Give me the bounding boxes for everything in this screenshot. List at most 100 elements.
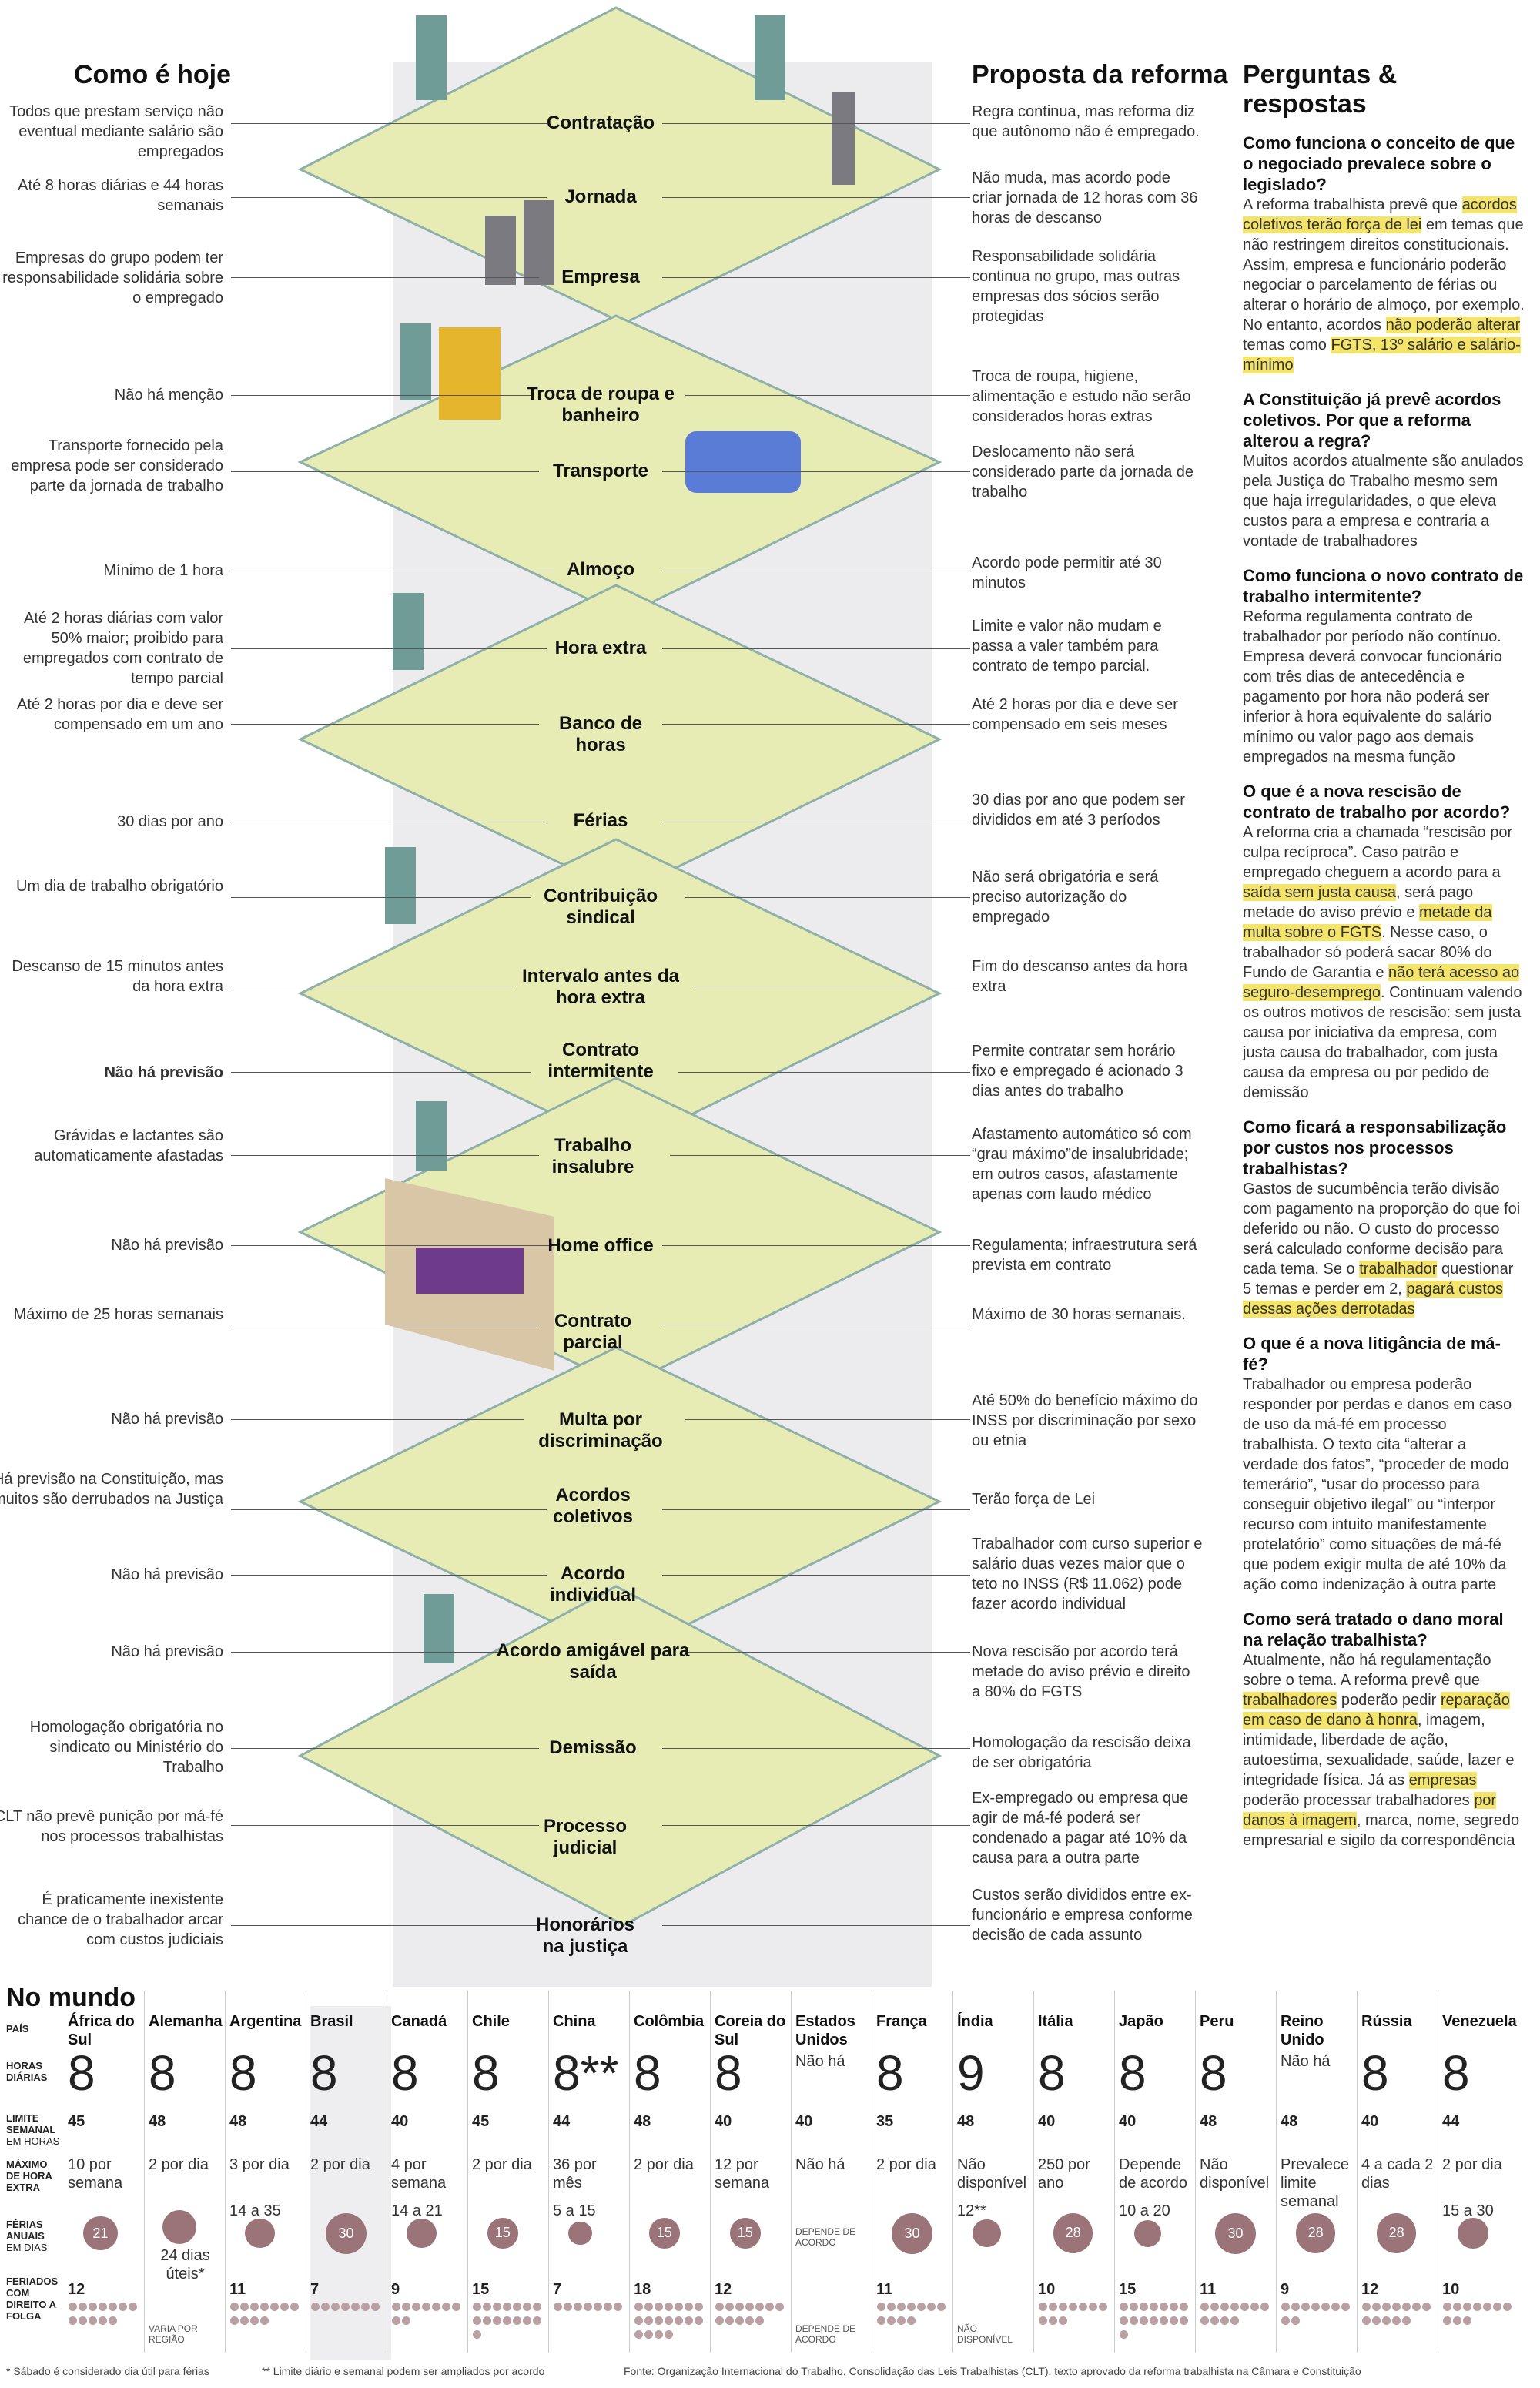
label-banco-horas: Banco de horas [558, 713, 643, 755]
holiday-dot [89, 2303, 97, 2311]
holiday-dot [1059, 2316, 1067, 2325]
holiday-dot [412, 2303, 420, 2311]
left-item-almoco: Mínimo de 1 hora [103, 562, 223, 579]
holiday-dot [725, 2303, 734, 2311]
label-ferias: Férias [573, 810, 628, 831]
qa-answer: A reforma cria a chamada “rescisão por c… [1243, 824, 1522, 1101]
left-item-demissao: Homologação obrigatória no sindicato ou … [29, 1719, 223, 1776]
overtime-limit: 2 por dia [876, 2156, 936, 2173]
right-item-almoco: Acordo pode permitir até 30 minutos [972, 554, 1162, 591]
holiday-dot [1422, 2303, 1431, 2311]
holiday-dot [240, 2316, 249, 2325]
holiday-dots [553, 2302, 630, 2316]
holiday-dot [1392, 2316, 1401, 2325]
daily-hours: 8 [1442, 2045, 1470, 2101]
column-divider [1195, 1991, 1196, 2353]
vacation-days: DEPENDE DE ACORDO [795, 2226, 856, 2248]
holiday-dot [1220, 2316, 1229, 2325]
qa-answer: Atualmente, não há regulamentação sobre … [1243, 1652, 1520, 1849]
leader-line [231, 1509, 547, 1510]
right-item-acordos-coletivos: Terão força de Lei [972, 1491, 1096, 1508]
world-comparison-table: No mundo PAÍS HORAS DIÁRIAS LIMITE SEMAN… [0, 1983, 1540, 2383]
qa-answer: Reforma regulamenta contrato de trabalha… [1243, 608, 1502, 765]
right-item-hora-extra: Limite e valor não mudam e passa a valer… [972, 618, 1162, 675]
holiday-dot [1230, 2303, 1239, 2311]
holiday-dot [1291, 2316, 1300, 2325]
holiday-dot [654, 2316, 663, 2325]
overtime-limit: 2 por dia [310, 2156, 370, 2173]
leader-line [231, 897, 531, 898]
row-label-em-dias: EM DIAS [6, 2242, 48, 2253]
country-name: Chile [472, 2013, 510, 2030]
holiday-dot [432, 2303, 440, 2311]
daily-hours: 8 [472, 2045, 500, 2101]
leader-line [678, 1072, 970, 1073]
holiday-dot [250, 2303, 259, 2311]
vacation-circle: 15 [487, 2218, 518, 2249]
leader-line [231, 1072, 531, 1073]
footnote-sabado: * Sábado é considerado dia útil para fér… [6, 2365, 209, 2377]
right-item-jornada: Não muda, mas acordo pode criar jornada … [972, 169, 1198, 226]
holidays-count: 11 [229, 2281, 246, 2298]
country-name: Brasil [310, 2013, 353, 2030]
leader-line [231, 1825, 539, 1826]
left-column-title: Como é hoje [74, 60, 232, 89]
holiday-dot [513, 2303, 521, 2311]
left-item-empresa: Empresas do grupo podem ter responsabili… [2, 250, 223, 306]
qa-answer: Trabalhador ou empresa poderão responder… [1243, 1376, 1512, 1593]
vacation-circle: 28 [1296, 2213, 1336, 2253]
vacation-days: 15 a 30 [1442, 2202, 1494, 2219]
holiday-dots [472, 2302, 549, 2343]
highlight: metade da multa sobre o FGTS [1243, 904, 1492, 941]
holiday-dot [341, 2303, 350, 2311]
holiday-dot [89, 2316, 97, 2325]
holiday-dot [1372, 2316, 1381, 2325]
right-item-demissao: Homologação da rescisão deixa de ser obr… [972, 1734, 1191, 1771]
left-item-contrato-parcial: Máximo de 25 horas semanais [13, 1306, 223, 1323]
holiday-dot [1503, 2303, 1512, 2311]
source: Fonte: Organização Internacional do Trab… [624, 2365, 1361, 2377]
right-item-transporte: Deslocamento não será considerado parte … [972, 444, 1194, 501]
holiday-dots [1361, 2302, 1438, 2329]
holiday-dot [634, 2316, 643, 2325]
leader-line [662, 277, 970, 278]
column-divider [629, 1991, 630, 2353]
weekly-limit: 48 [229, 2113, 247, 2130]
holiday-dot [250, 2316, 259, 2325]
leader-line [231, 1575, 547, 1576]
leader-line [662, 1825, 970, 1826]
label-almoco: Almoço [566, 559, 634, 580]
holiday-dot [1362, 2316, 1371, 2325]
holiday-dot [260, 2303, 269, 2311]
qa-answer: Muitos acordos atualmente são anulados p… [1243, 453, 1524, 550]
holiday-dot [887, 2303, 896, 2311]
leader-line [662, 1925, 970, 1926]
left-item-troca-roupa: Não há menção [114, 387, 223, 404]
holiday-dot [523, 2316, 531, 2325]
overtime-limit: 12 por semana [715, 2156, 770, 2192]
holiday-dot [564, 2303, 572, 2311]
label-contribuicao: Contribuição sindical [544, 886, 658, 928]
left-item-contratacao: Todos que prestam serviço não eventual m… [9, 103, 223, 160]
leader-line [231, 1155, 539, 1156]
holiday-dot [119, 2303, 127, 2311]
overtime-limit: 3 por dia [229, 2156, 290, 2173]
holiday-dot [917, 2303, 926, 2311]
holiday-dot [1099, 2303, 1107, 2311]
holiday-dot [665, 2330, 673, 2339]
holiday-dots [1281, 2302, 1358, 2329]
holiday-dot [887, 2316, 896, 2325]
leader-line [662, 648, 970, 649]
holiday-dots [1200, 2302, 1277, 2329]
holiday-dot [1392, 2303, 1401, 2311]
column-divider [225, 1991, 226, 2353]
right-item-contribuicao: Não será obrigatória e será preciso auto… [972, 869, 1159, 926]
holiday-dots [391, 2302, 468, 2329]
row-label-feriados: FERIADOS COM DIREITO A FOLGA [6, 2276, 59, 2322]
qa-answer: A reforma trabalhista prevê que acordos … [1243, 196, 1525, 373]
holiday-dot [331, 2303, 340, 2311]
holiday-dot [99, 2316, 107, 2325]
holiday-dot [533, 2316, 541, 2325]
holiday-dot [69, 2316, 77, 2325]
holiday-dots [1119, 2302, 1196, 2343]
